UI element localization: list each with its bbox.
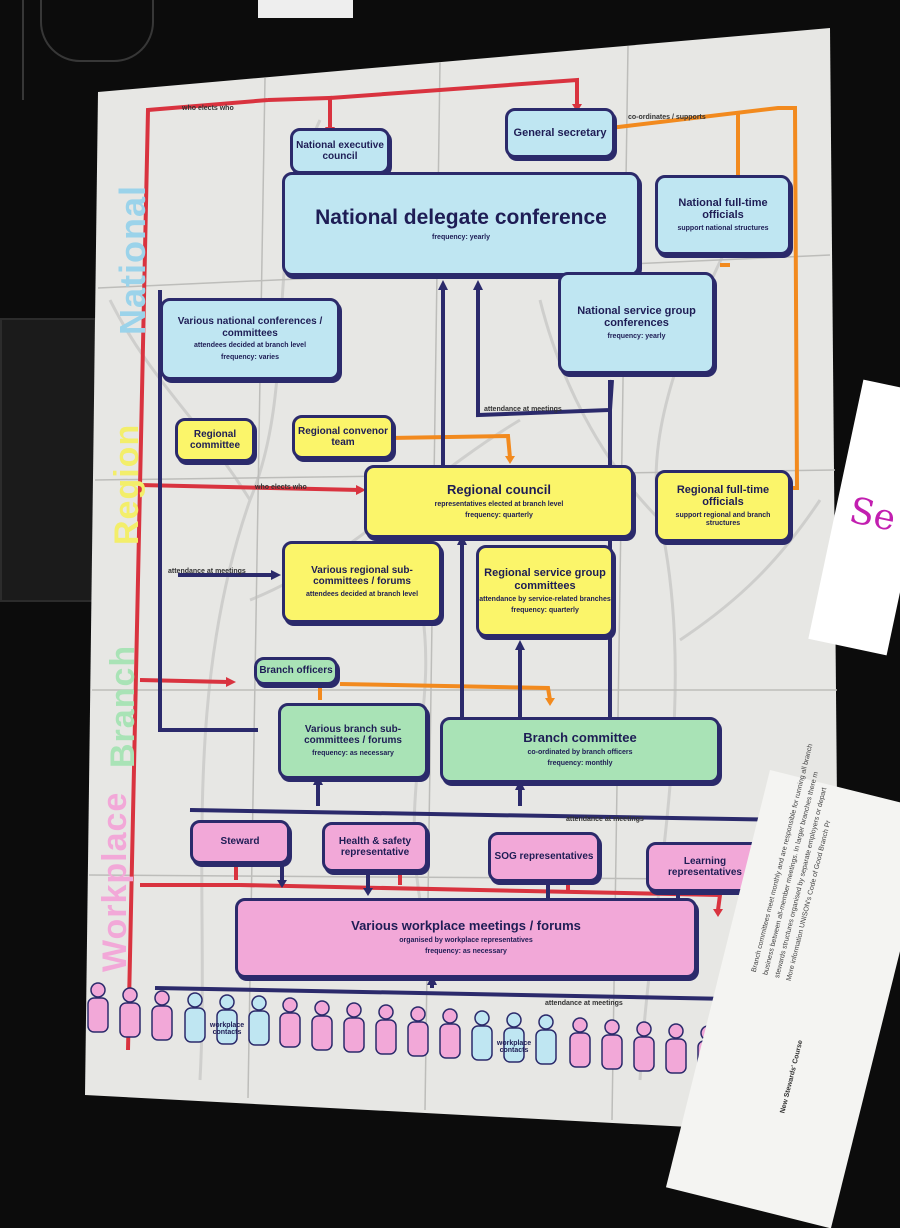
regional-service-group-committees-sub1: attendance by service-related branches	[479, 595, 611, 603]
various-national-conferences-title: Various national conferences / committee…	[177, 316, 323, 339]
workplace-meetings-sub2: frequency: as necessary	[425, 948, 507, 956]
steward-box: Steward	[190, 820, 290, 864]
regional-full-time-officials-sub: support regional and branch structures	[675, 512, 771, 528]
level-label-branch: Branch	[104, 644, 142, 768]
regional-council-title: Regional council	[446, 481, 551, 497]
national-full-time-officials-box: National full-time officials support nat…	[655, 175, 791, 255]
various-national-conferences-sub1: attendees decided at branch level	[193, 342, 307, 350]
regional-convenor-team-title: Regional convenor team	[297, 425, 388, 449]
learning-representatives-title: Learning representatives	[668, 855, 742, 879]
various-national-conferences-box: Various national conferences / committee…	[160, 298, 340, 380]
regional-service-group-committees-box: Regional service group committees attend…	[476, 545, 614, 637]
branch-committee-title: Branch committee	[523, 730, 637, 746]
various-regional-subcommittees-title: Various regional sub-committees / forums	[311, 564, 413, 588]
regional-committee-box: Regional committee	[175, 418, 255, 462]
paper-chain-people	[87, 982, 781, 1080]
regional-service-group-committees-title: Regional service group committees	[484, 567, 606, 592]
sog-representatives-title: SOG representatives	[494, 851, 594, 863]
various-regional-subcommittees-sub: attendees decided at branch level	[305, 590, 419, 598]
who-elects-label-top: who elects who	[182, 105, 234, 112]
national-service-group-conferences-sub: frequency: yearly	[607, 333, 666, 341]
handwritten-text: Se	[845, 490, 900, 540]
regional-committee-title: Regional committee	[189, 428, 240, 452]
national-service-group-conferences-title: National service group conferences	[577, 304, 696, 330]
level-label-national: National	[112, 184, 153, 335]
sog-representatives-box: SOG representatives	[488, 832, 600, 882]
dark-frame	[0, 318, 96, 602]
national-executive-council-title: National executive council	[296, 139, 384, 163]
national-service-group-conferences-box: National service group conferences frequ…	[558, 272, 715, 374]
top-paper	[258, 0, 353, 18]
branch-officers-box: Branch officers	[254, 657, 338, 685]
regional-council-sub2: frequency: quarterly	[465, 511, 533, 519]
steward-title: Steward	[220, 836, 260, 848]
workplace-attendance-label-2: attendance at meetings	[545, 1000, 623, 1007]
level-label-region: Region	[108, 423, 146, 545]
level-label-workplace: Workplace	[96, 791, 134, 972]
national-executive-council-box: National executive council	[290, 128, 390, 174]
regional-service-group-committees-sub2: frequency: quarterly	[511, 606, 579, 614]
workplace-contacts-label-2: workplace contacts	[496, 1040, 532, 1054]
workplace-meetings-sub1: organised by workplace representatives	[399, 937, 533, 945]
branch-committee-box: Branch committee co-ordinated by branch …	[440, 717, 720, 783]
general-secretary-title: General secretary	[513, 126, 607, 139]
national-delegate-conference-box: National delegate conference frequency: …	[282, 172, 640, 276]
regional-attendance-label: attendance at meetings	[168, 568, 246, 575]
various-national-conferences-sub2: frequency: varies	[221, 353, 279, 361]
general-secretary-box: General secretary	[505, 108, 615, 158]
regional-who-elects-label: who elects who	[255, 484, 307, 491]
regional-council-box: Regional council representatives elected…	[364, 465, 634, 538]
co-ordinates-label: co-ordinates / supports	[628, 114, 706, 121]
health-safety-rep-title: Health & safety representative	[338, 835, 412, 859]
regional-full-time-officials-box: Regional full-time officials support reg…	[655, 470, 791, 542]
regional-full-time-officials-title: Regional full-time officials	[676, 483, 770, 509]
various-branch-subcommittees-sub: frequency: as necessary	[312, 749, 394, 757]
regional-convenor-team-box: Regional convenor team	[292, 415, 394, 459]
regional-council-sub1: representatives elected at branch level	[434, 500, 564, 508]
workplace-contacts-label-1: workplace contacts	[209, 1022, 245, 1036]
health-safety-rep-box: Health & safety representative	[322, 822, 428, 872]
various-branch-subcommittees-box: Various branch sub-committees / forums f…	[278, 703, 428, 779]
branch-officers-title: Branch officers	[259, 665, 333, 677]
branch-committee-sub2: frequency: monthly	[547, 760, 613, 768]
workplace-meetings-title: Various workplace meetings / forums	[351, 918, 581, 934]
national-full-time-officials-title: National full-time officials	[678, 196, 768, 222]
national-delegate-conference-title: National delegate conference	[315, 206, 607, 230]
various-branch-subcommittees-title: Various branch sub-committees / forums	[304, 723, 402, 747]
national-full-time-officials-sub: support national structures	[677, 225, 769, 233]
glass-object-2	[0, 0, 24, 100]
workplace-attendance-label-1: attendance at meetings	[566, 816, 644, 823]
workplace-meetings-box: Various workplace meetings / forums orga…	[235, 898, 697, 978]
national-delegate-conference-frequency: frequency: yearly	[432, 233, 490, 241]
various-regional-subcommittees-box: Various regional sub-committees / forums…	[282, 541, 442, 623]
national-attendance-label: attendance at meetings	[484, 406, 562, 413]
branch-committee-sub1: co-ordinated by branch officers	[527, 749, 633, 757]
